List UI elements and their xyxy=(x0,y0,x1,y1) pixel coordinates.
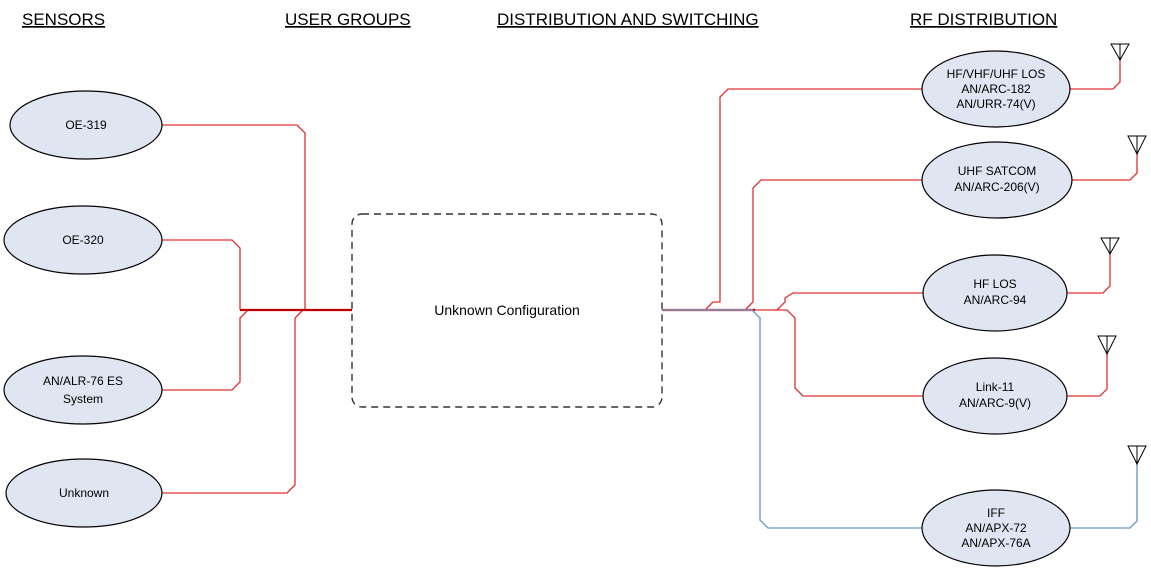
sensor-unknown: Unknown xyxy=(5,458,163,528)
header-user-groups: USER GROUPS xyxy=(285,10,411,29)
rf-uhf-satcom: UHF SATCOM AN/ARC-206(V) xyxy=(921,141,1073,219)
header-rf-distribution: RF DISTRIBUTION xyxy=(910,10,1057,29)
rf-label: Link-11 xyxy=(976,380,1015,394)
rf-nodes: HF/VHF/UHF LOS AN/ARC-182 AN/URR-74(V) U… xyxy=(921,50,1073,567)
sensor-alr-76: AN/ALR-76 ES System xyxy=(3,355,163,425)
sensor-oe-320: OE-320 xyxy=(3,205,163,275)
sensor-label: AN/ALR-76 ES xyxy=(43,374,123,388)
header-sensors: SENSORS xyxy=(22,10,105,29)
sensor-label: OE-319 xyxy=(65,118,107,132)
sensor-label: System xyxy=(63,392,103,406)
rf-connectors xyxy=(662,58,1138,529)
sensor-connectors xyxy=(162,124,352,494)
rf-label: UHF SATCOM xyxy=(958,164,1036,178)
sensor-nodes: OE-319 OE-320 AN/ALR-76 ES System Unknow… xyxy=(3,90,163,528)
rf-label: AN/ARC-9(V) xyxy=(959,396,1031,410)
antenna-icons xyxy=(1097,43,1147,466)
center-label: Unknown Configuration xyxy=(434,302,580,318)
sensor-label: Unknown xyxy=(59,486,109,500)
rf-label: AN/ARC-182 xyxy=(961,82,1031,96)
rf-label: HF LOS xyxy=(973,277,1016,291)
rf-hf-los: HF LOS AN/ARC-94 xyxy=(922,254,1068,332)
sensor-label: OE-320 xyxy=(62,233,104,247)
sensor-oe-319: OE-319 xyxy=(9,90,163,160)
rf-label: HF/VHF/UHF LOS xyxy=(947,67,1046,81)
rf-label: AN/APX-76A xyxy=(961,536,1030,550)
rf-link-11: Link-11 AN/ARC-9(V) xyxy=(922,357,1068,435)
rf-label: AN/APX-72 xyxy=(965,521,1027,535)
header-distribution: DISTRIBUTION AND SWITCHING xyxy=(497,10,759,29)
rf-label: AN/ARC-94 xyxy=(964,293,1027,307)
rf-label: AN/URR-74(V) xyxy=(956,97,1035,111)
unknown-configuration-box: Unknown Configuration xyxy=(351,213,663,408)
rf-iff: IFF AN/APX-72 AN/APX-76A xyxy=(921,489,1071,567)
rf-label: AN/ARC-206(V) xyxy=(954,180,1039,194)
rf-label: IFF xyxy=(987,506,1005,520)
rf-hf-vhf-uhf-los: HF/VHF/UHF LOS AN/ARC-182 AN/URR-74(V) xyxy=(921,50,1071,128)
